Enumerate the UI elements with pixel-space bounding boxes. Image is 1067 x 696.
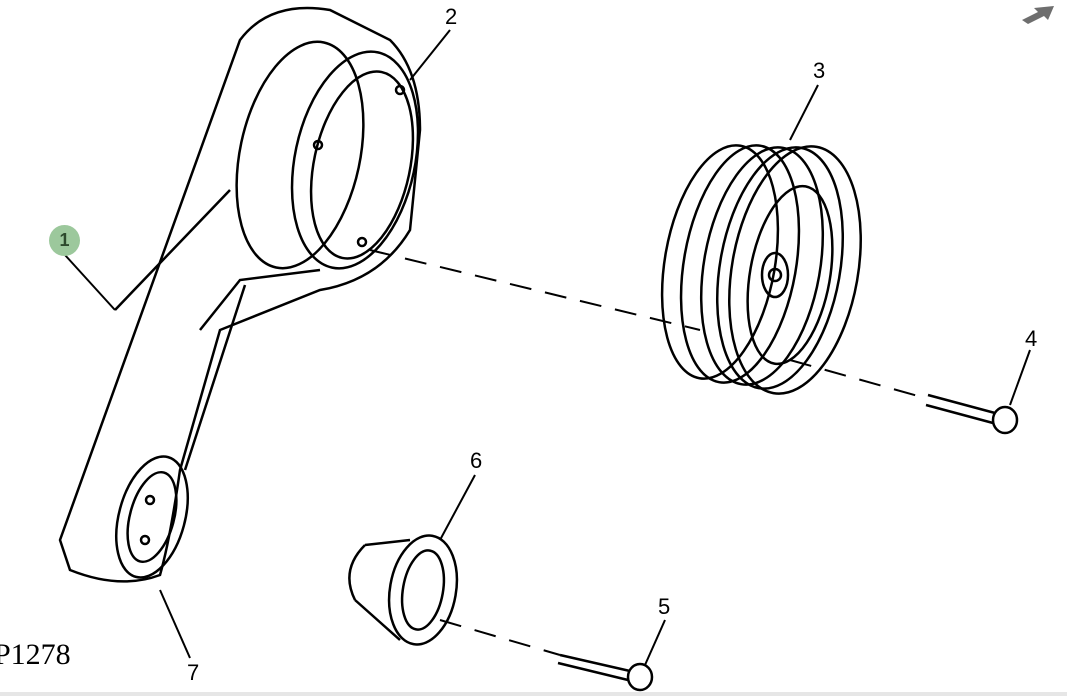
bottom-border <box>0 692 1067 696</box>
leader-lines <box>64 29 1031 666</box>
arrow-up-right-icon[interactable] <box>1020 2 1060 24</box>
part-3-idler-pulley <box>660 144 862 395</box>
callout-2: 2 <box>445 4 458 29</box>
callout-4: 4 <box>1025 326 1038 351</box>
part-1-tensioner-arm <box>58 6 422 583</box>
figure-id: P1278 <box>0 638 71 671</box>
part-2-hub <box>235 40 420 270</box>
centerlines <box>369 249 926 656</box>
callout-5: 5 <box>658 594 671 619</box>
callout-3: 3 <box>813 58 826 83</box>
callout-7: 7 <box>187 660 200 685</box>
part-6-bushing <box>348 534 459 646</box>
callout-1-hotspot[interactable]: 1 <box>49 225 80 256</box>
part-4-bolt <box>925 393 1019 435</box>
part-5-bolt <box>557 653 654 692</box>
callout-6: 6 <box>470 448 483 473</box>
